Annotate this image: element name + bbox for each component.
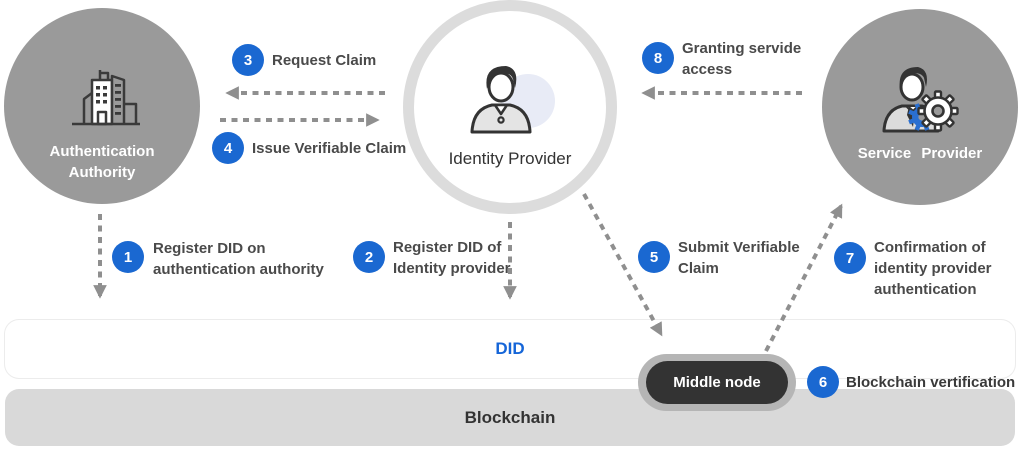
step-7-label: Confirmation of identity provider authen…	[874, 239, 992, 298]
step-8-label: Granting servide access	[682, 40, 802, 78]
did-layer-bar: DID	[5, 320, 1015, 378]
step-1-badge: 1	[112, 241, 144, 273]
person-icon	[462, 61, 558, 140]
step-3-badge: 3	[232, 44, 264, 76]
step-3-label: Request Claim	[272, 52, 377, 69]
step-5-badge: 5	[638, 241, 670, 273]
step-6-label: Blockchain vertification	[846, 374, 1016, 391]
step-8-badge: 8	[642, 42, 674, 74]
middle-node-label: Middle node	[673, 374, 761, 391]
node-authentication-authority: Authentication Authority	[4, 8, 200, 204]
authentication-authority-label: Authentication Authority	[49, 143, 155, 181]
step-2-label: Register DID of Identity provider	[393, 239, 511, 277]
step-6-badge: 6	[807, 366, 839, 398]
middle-node: Middle node	[638, 354, 796, 411]
step-1-label: Register DID on authentication authority	[153, 240, 324, 278]
node-service-provider: Service Provider	[822, 9, 1018, 205]
identity-provider-label: Identity Provider	[448, 149, 572, 168]
building-icon	[70, 66, 142, 133]
node-identity-provider: Identity Provider	[403, 0, 617, 214]
step-5-label: Submit Verifiable Claim	[678, 239, 800, 277]
blockchain-layer-bar: Blockchain	[5, 389, 1015, 446]
did-layer-label: DID	[495, 339, 525, 358]
blockchain-layer-label: Blockchain	[464, 407, 556, 427]
step-2-badge: 2	[353, 241, 385, 273]
white-gear	[917, 90, 959, 132]
person-gears-icon	[878, 59, 962, 140]
step-4-label: Issue Verifiable Claim	[252, 140, 407, 157]
step-7-badge: 7	[834, 242, 866, 274]
step-4-badge: 4	[212, 132, 244, 164]
service-provider-label: Service Provider	[857, 145, 983, 162]
middle-node-pill: Middle node	[646, 361, 788, 404]
